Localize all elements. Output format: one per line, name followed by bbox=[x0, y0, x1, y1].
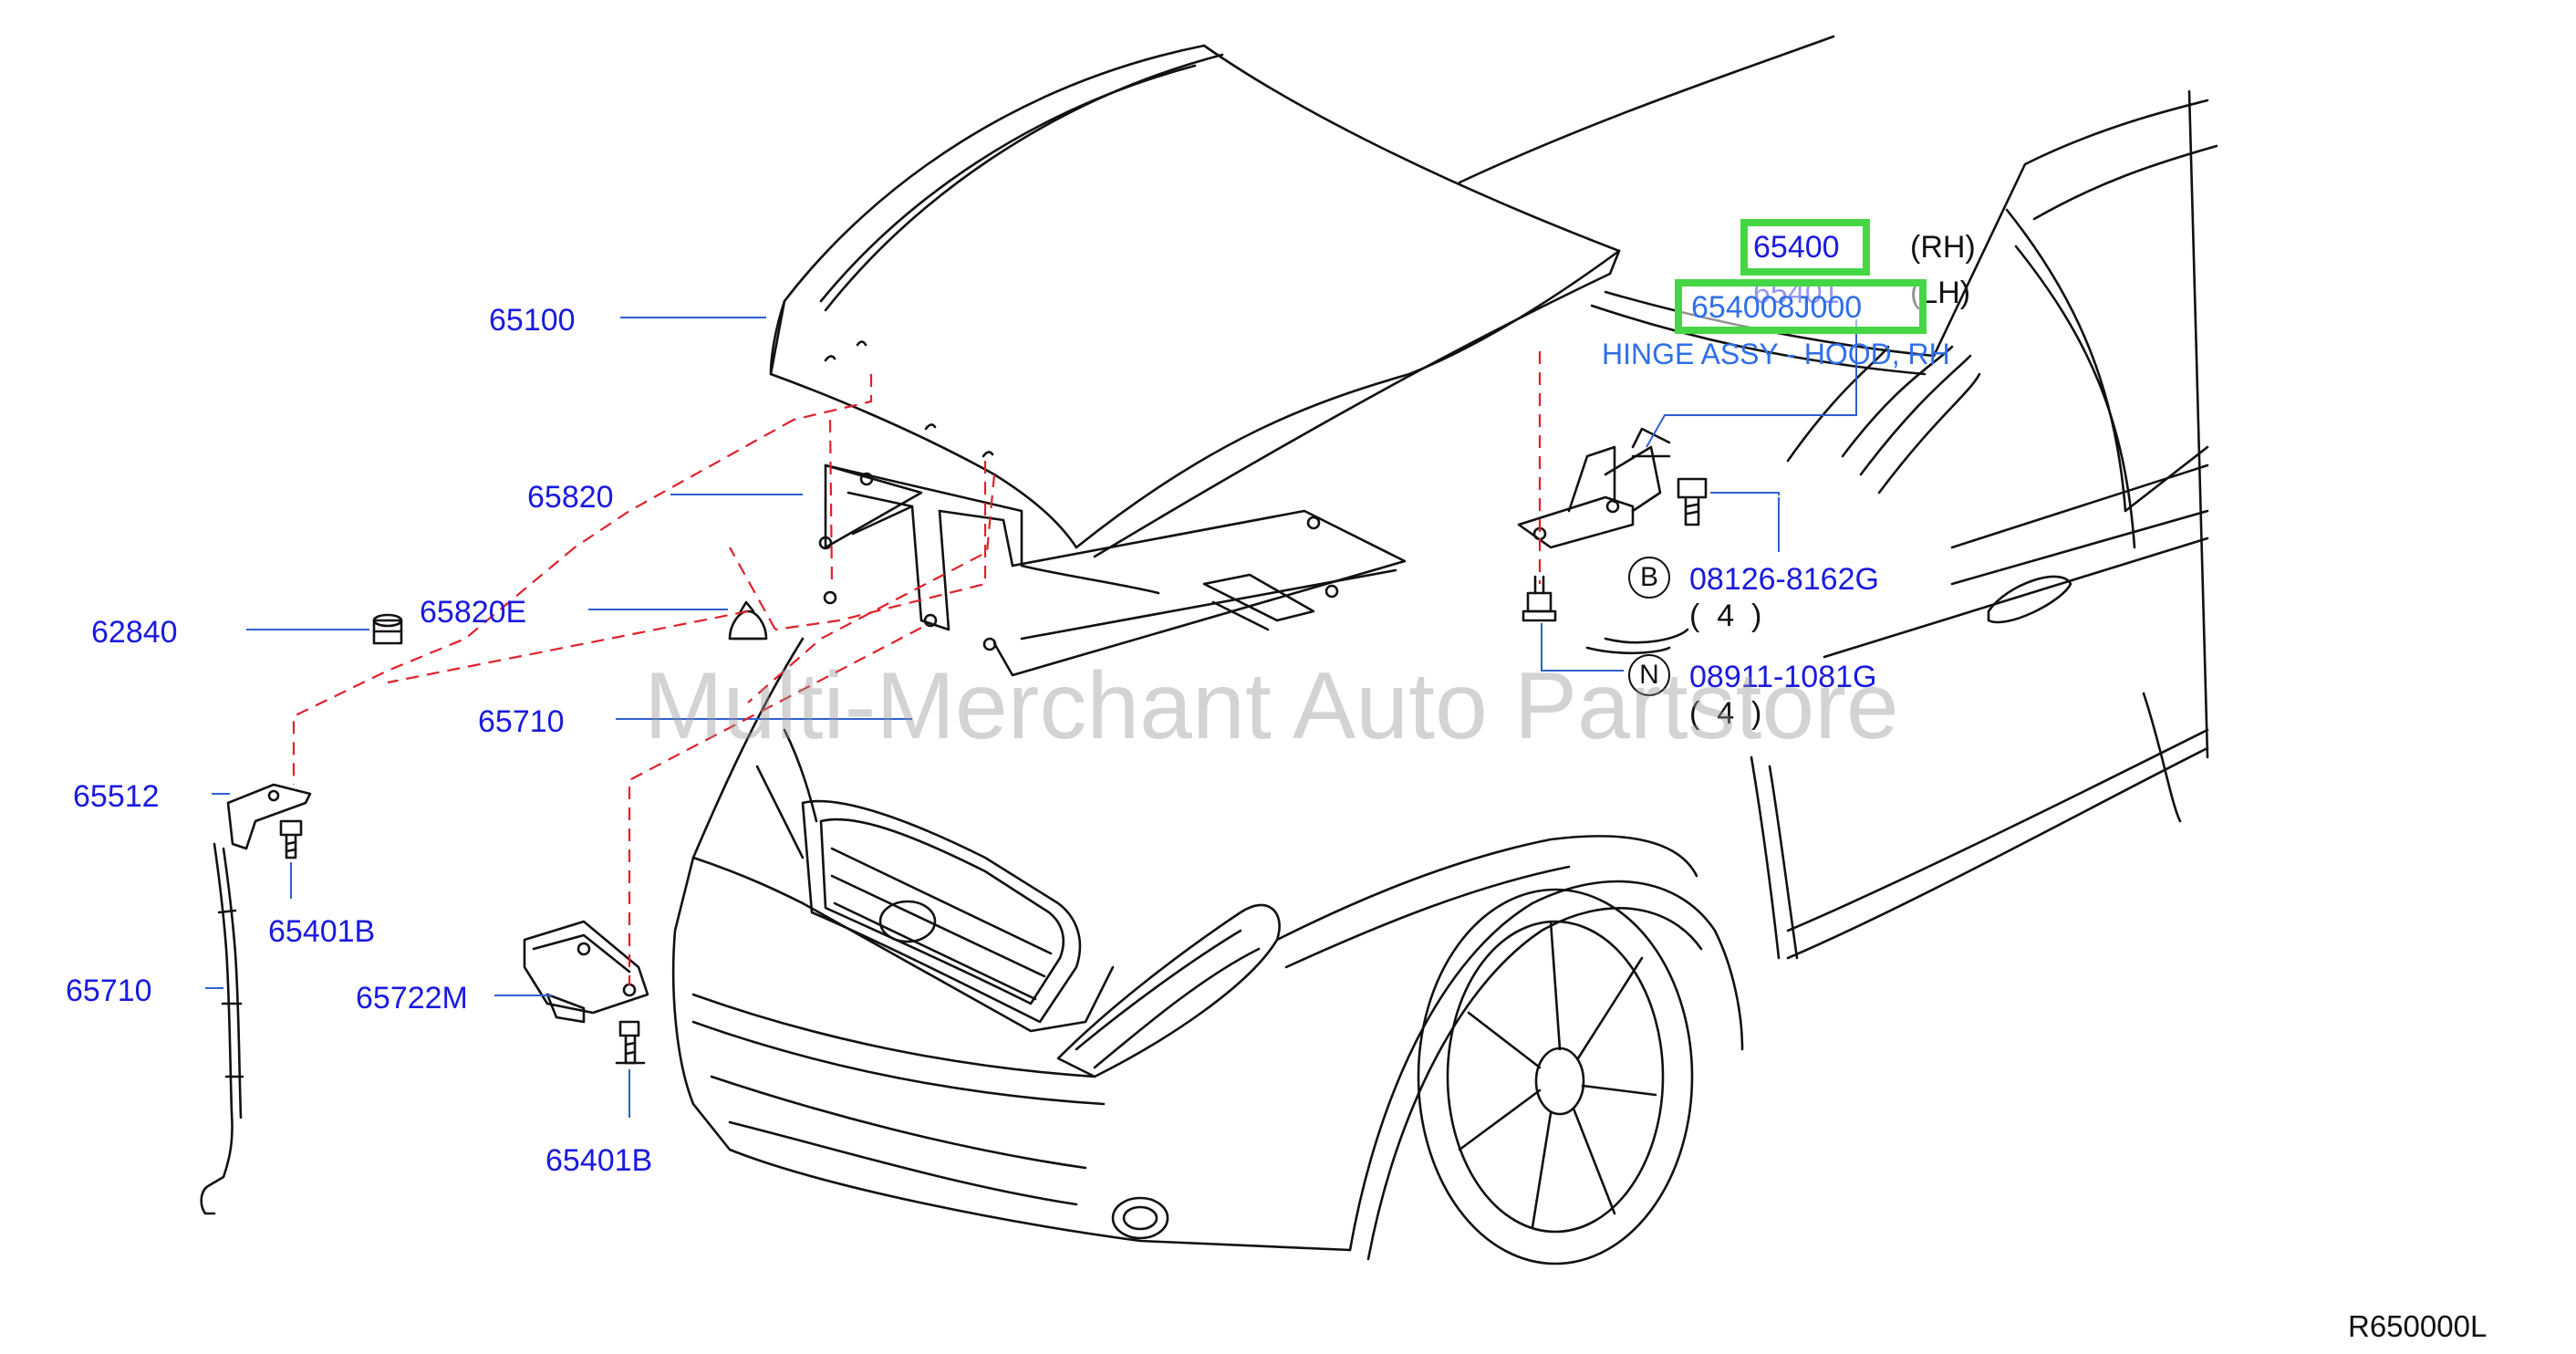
part-label-08911-1081g[interactable]: 08911-1081G bbox=[1689, 660, 1877, 694]
exploded-view-dashes bbox=[292, 351, 1542, 985]
part-label-62840[interactable]: 62840 bbox=[91, 615, 178, 650]
part-label-65400[interactable]: 65400 bbox=[1753, 230, 1840, 265]
fastener-letter-b: B bbox=[1639, 562, 1658, 592]
part-label-65820e[interactable]: 65820E bbox=[420, 595, 527, 630]
part-label-65100[interactable]: 65100 bbox=[489, 303, 576, 338]
highlight-box-65400 bbox=[1740, 219, 1870, 276]
highlight-box-654008j000 bbox=[1675, 279, 1927, 334]
part-label-65710-top[interactable]: 65710 bbox=[478, 704, 565, 739]
leader-lines bbox=[205, 317, 1857, 1118]
fastener-letter-n: N bbox=[1639, 660, 1659, 690]
watermark: Multi-Merchant Auto Partstore bbox=[644, 653, 1899, 759]
quantity-n: ( 4 ) bbox=[1689, 696, 1762, 731]
part-label-65820[interactable]: 65820 bbox=[527, 480, 614, 515]
quantity-b: ( 4 ) bbox=[1689, 599, 1762, 633]
diagram-reference-code: R650000L bbox=[2348, 1309, 2488, 1343]
part-label-65401b-left[interactable]: 65401B bbox=[268, 914, 376, 949]
side-label-rh: (RH) bbox=[1910, 230, 1976, 265]
part-label-65722m[interactable]: 65722M bbox=[356, 981, 468, 1016]
part-label-65512[interactable]: 65512 bbox=[73, 779, 160, 814]
part-label-08126-8162g[interactable]: 08126-8162G bbox=[1689, 562, 1879, 597]
fastener-circle-b: B bbox=[1628, 557, 1670, 599]
hinge-description: HINGE ASSY - HOOD, RH bbox=[1602, 338, 1950, 370]
fastener-circle-n: N bbox=[1628, 654, 1670, 696]
part-label-65710-left[interactable]: 65710 bbox=[66, 974, 152, 1008]
vehicle-line-art bbox=[200, 35, 2218, 1265]
part-label-65401b-bottom[interactable]: 65401B bbox=[545, 1143, 653, 1178]
part-label-654008j000[interactable]: 654008J000 bbox=[1691, 290, 1863, 325]
